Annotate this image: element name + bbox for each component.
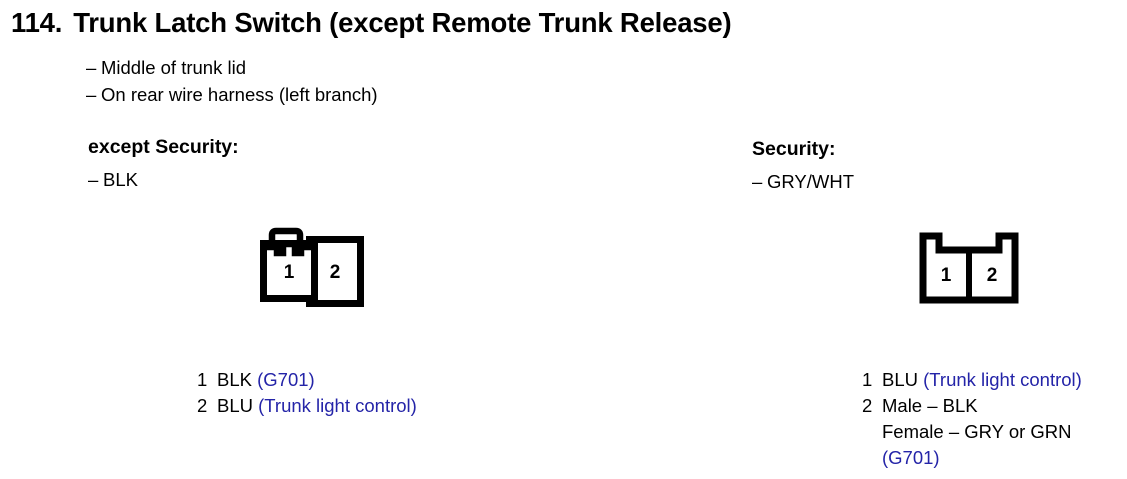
- pin-wire-code: Female – GRY or GRN: [882, 421, 1072, 442]
- pin-number: 1: [862, 369, 873, 390]
- dash-glyph: –: [752, 171, 763, 192]
- pin-legend-left: 1 BLK (G701) 2 BLU (Trunk light control): [197, 367, 417, 419]
- section-heading-except-security: except Security:: [88, 136, 239, 158]
- pin-legend-row-continuation: (G701): [862, 445, 1082, 471]
- location-note: –On rear wire harness (left branch): [86, 81, 378, 108]
- pin-wire-code: Male – BLK: [882, 395, 978, 416]
- pin-wire-code: BLK: [217, 369, 252, 390]
- page-title-text: Trunk Latch Switch (except Remote Trunk …: [73, 7, 732, 38]
- pin-legend-right: 1 BLU (Trunk light control) 2 Male – BLK F…: [862, 367, 1082, 471]
- connector-left-pin-1-label: 1: [284, 262, 295, 283]
- pin-legend-row: 2 Male – BLK: [862, 393, 1082, 419]
- connector-right-pin-1-label: 1: [941, 265, 952, 286]
- pin-circuit-note: (G701): [882, 447, 940, 468]
- location-notes: –Middle of trunk lid –On rear wire harne…: [86, 54, 378, 108]
- pin-legend-row: 1 BLU (Trunk light control): [862, 367, 1082, 393]
- page-title: 114. Trunk Latch Switch (except Remote Tr…: [11, 7, 732, 39]
- pin-legend-row-continuation: Female – GRY or GRN: [862, 419, 1082, 445]
- location-note-text: Middle of trunk lid: [101, 57, 246, 78]
- pin-number: 1: [197, 369, 208, 390]
- wire-color-text: BLK: [103, 169, 138, 190]
- pin-number: 2: [197, 395, 208, 416]
- connector-left-latch-tab: [268, 227, 304, 244]
- connector-left-lock-bar: [263, 240, 315, 257]
- location-note-text: On rear wire harness (left branch): [101, 84, 378, 105]
- dash-glyph: –: [88, 169, 99, 190]
- pin-wire-code: BLU: [217, 395, 253, 416]
- dash-glyph: –: [86, 57, 97, 78]
- section-wire-color-left: –BLK: [88, 169, 138, 191]
- pin-legend-row: 2 BLU (Trunk light control): [197, 393, 417, 419]
- dash-glyph: –: [86, 84, 97, 105]
- connector-left-pin-2-label: 2: [330, 262, 341, 283]
- wire-color-text: GRY/WHT: [767, 171, 855, 192]
- pin-circuit-note: (G701): [257, 369, 315, 390]
- pin-circuit-note: (Trunk light control): [258, 395, 417, 416]
- location-note: –Middle of trunk lid: [86, 54, 378, 81]
- pin-legend-row: 1 BLK (G701): [197, 367, 417, 393]
- connector-left-svg: 1 2: [260, 227, 364, 307]
- section-heading-security: Security:: [752, 138, 836, 160]
- section-wire-color-right: –GRY/WHT: [752, 171, 854, 193]
- pin-circuit-note: (Trunk light control): [923, 369, 1082, 390]
- pin-wire-code: BLU: [882, 369, 918, 390]
- connector-right-svg: 1 2: [919, 232, 1019, 304]
- connector-diagram-right: 1 2: [905, 222, 1045, 314]
- connector-diagram-left: 1 2: [250, 222, 375, 314]
- pin-number: 2: [862, 395, 873, 416]
- page-title-number: 114.: [11, 7, 63, 38]
- connector-right-pin-2-label: 2: [987, 265, 998, 286]
